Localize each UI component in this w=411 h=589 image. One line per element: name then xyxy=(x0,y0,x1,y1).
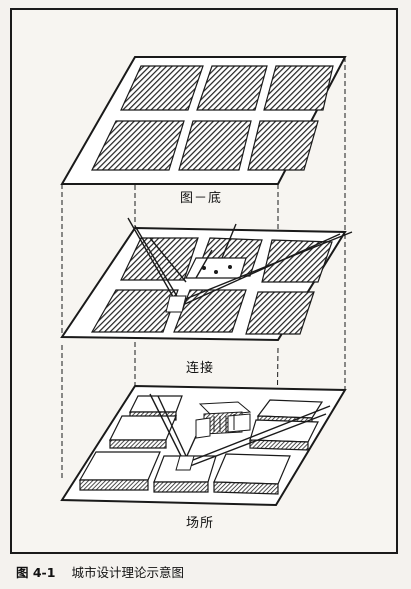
node-square xyxy=(165,295,187,313)
label-place: 场所 xyxy=(183,516,218,532)
label-figure-ground: 图－底 xyxy=(177,191,226,207)
building-block xyxy=(247,120,319,171)
place-access-lines xyxy=(149,393,331,467)
3d-blocks xyxy=(78,395,324,495)
linkage-lines xyxy=(127,217,353,309)
building-block xyxy=(263,65,334,111)
layer-linkage xyxy=(60,217,353,342)
node-square xyxy=(175,455,195,471)
building-block xyxy=(91,120,185,171)
building-block xyxy=(178,120,252,171)
building-block xyxy=(261,239,333,283)
figure-number: 图 4-1 xyxy=(16,565,56,580)
label-linkage: 连接 xyxy=(183,361,218,377)
central-building-cluster xyxy=(195,401,252,439)
figure-title: 城市设计理论示意图 xyxy=(71,565,184,580)
layer-place xyxy=(60,384,347,507)
plaza-nodes xyxy=(202,265,232,274)
building-block xyxy=(196,65,268,111)
building-block xyxy=(120,65,204,111)
building-block xyxy=(245,291,315,335)
plaza xyxy=(185,257,247,279)
layer-figure-ground xyxy=(60,56,347,185)
building-block xyxy=(90,289,179,333)
figure-caption: 图 4-1 城市设计理论示意图 xyxy=(16,562,184,581)
